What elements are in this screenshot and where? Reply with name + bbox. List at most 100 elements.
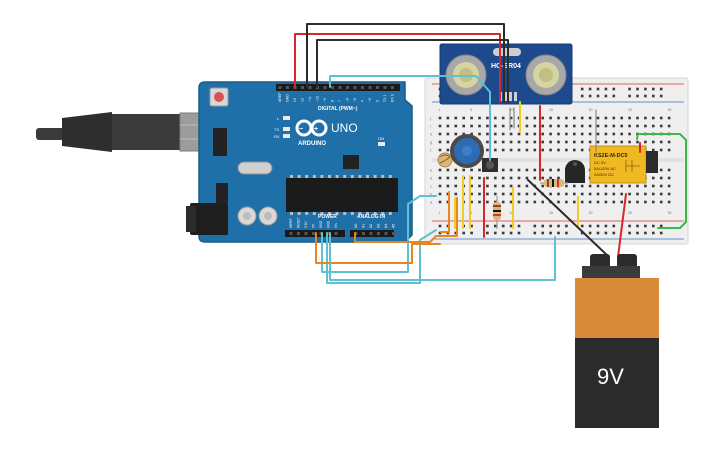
breadboard-hole[interactable]	[494, 140, 497, 144]
breadboard-hole[interactable]	[446, 176, 450, 180]
breadboard-hole[interactable]	[588, 124, 592, 128]
breadboard-hole[interactable]	[604, 184, 608, 188]
breadboard-hole[interactable]	[509, 116, 513, 120]
breadboard-hole[interactable]	[604, 94, 608, 98]
breadboard-hole[interactable]	[533, 200, 537, 204]
digital-pin-hole[interactable]	[383, 86, 387, 89]
analog-pin-hole[interactable]	[362, 232, 365, 235]
breadboard-hole[interactable]	[659, 87, 663, 91]
breadboard-hole[interactable]	[462, 231, 465, 235]
breadboard-hole[interactable]	[557, 176, 560, 180]
breadboard-hole[interactable]	[557, 124, 560, 128]
breadboard-hole[interactable]	[517, 176, 521, 180]
breadboard-hole[interactable]	[462, 168, 465, 172]
photoresistor[interactable]	[437, 152, 453, 168]
breadboard-hole[interactable]	[596, 94, 600, 98]
breadboard-hole[interactable]	[470, 224, 473, 228]
breadboard-hole[interactable]	[659, 176, 663, 180]
breadboard-hole[interactable]	[620, 192, 623, 196]
breadboard-hole[interactable]	[494, 224, 497, 228]
breadboard-hole[interactable]	[470, 132, 473, 136]
breadboard-hole[interactable]	[501, 200, 505, 204]
digital-pin-hole[interactable]	[391, 86, 394, 89]
breadboard-hole[interactable]	[659, 140, 663, 144]
breadboard-hole[interactable]	[486, 176, 489, 180]
breadboard-hole[interactable]	[533, 168, 537, 172]
breadboard-hole[interactable]	[580, 224, 584, 228]
breadboard-hole[interactable]	[541, 200, 544, 204]
breadboard-hole[interactable]	[667, 148, 671, 152]
breadboard-hole[interactable]	[541, 168, 544, 172]
analog-pin-hole[interactable]	[377, 232, 380, 235]
breadboard-hole[interactable]	[652, 200, 655, 204]
breadboard-hole[interactable]	[501, 140, 505, 144]
breadboard-hole[interactable]	[509, 231, 513, 235]
breadboard-hole[interactable]	[652, 116, 655, 120]
breadboard-hole[interactable]	[438, 176, 442, 180]
breadboard-hole[interactable]	[509, 132, 513, 136]
breadboard-hole[interactable]	[628, 184, 631, 188]
breadboard-hole[interactable]	[573, 192, 576, 196]
breadboard-hole[interactable]	[533, 140, 537, 144]
digital-pin-hole[interactable]	[278, 86, 282, 89]
breadboard-hole[interactable]	[557, 132, 560, 136]
breadboard-hole[interactable]	[644, 224, 647, 228]
digital-pin-hole[interactable]	[323, 86, 327, 89]
breadboard-hole[interactable]	[652, 176, 655, 180]
transistor[interactable]	[565, 160, 585, 183]
breadboard-hole[interactable]	[525, 176, 529, 180]
sensor-pin[interactable]	[514, 92, 517, 101]
breadboard-hole[interactable]	[509, 168, 513, 172]
breadboard-hole[interactable]	[541, 132, 544, 136]
breadboard-hole[interactable]	[557, 200, 560, 204]
breadboard-hole[interactable]	[636, 116, 639, 120]
breadboard-hole[interactable]	[541, 176, 544, 180]
breadboard-hole[interactable]	[596, 140, 600, 144]
breadboard-hole[interactable]	[454, 116, 458, 120]
breadboard-hole[interactable]	[596, 132, 600, 136]
breadboard-hole[interactable]	[652, 94, 655, 98]
resistor-vertical[interactable]	[493, 196, 501, 229]
breadboard-hole[interactable]	[588, 192, 592, 196]
breadboard-hole[interactable]	[525, 116, 529, 120]
breadboard-hole[interactable]	[628, 94, 631, 98]
breadboard-hole[interactable]	[533, 148, 537, 152]
breadboard-hole[interactable]	[486, 116, 489, 120]
breadboard-hole[interactable]	[501, 116, 505, 120]
breadboard-hole[interactable]	[494, 176, 497, 180]
breadboard-hole[interactable]	[438, 116, 442, 120]
breadboard-hole[interactable]	[438, 231, 442, 235]
breadboard-hole[interactable]	[525, 124, 529, 128]
breadboard-hole[interactable]	[470, 231, 473, 235]
breadboard-hole[interactable]	[667, 176, 671, 180]
breadboard-hole[interactable]	[604, 224, 608, 228]
breadboard-hole[interactable]	[628, 140, 631, 144]
breadboard-hole[interactable]	[454, 176, 458, 180]
breadboard-hole[interactable]	[501, 184, 505, 188]
breadboard-hole[interactable]	[438, 132, 442, 136]
breadboard-hole[interactable]	[494, 132, 497, 136]
breadboard-hole[interactable]	[659, 231, 663, 235]
breadboard-hole[interactable]	[478, 132, 481, 136]
breadboard-hole[interactable]	[454, 184, 458, 188]
digital-pin-hole[interactable]	[353, 86, 357, 89]
breadboard-hole[interactable]	[462, 132, 465, 136]
breadboard-hole[interactable]	[652, 87, 655, 91]
breadboard-hole[interactable]	[557, 224, 560, 228]
breadboard-hole[interactable]	[620, 116, 623, 120]
breadboard-hole[interactable]	[580, 124, 584, 128]
breadboard-hole[interactable]	[454, 231, 458, 235]
breadboard-hole[interactable]	[509, 176, 513, 180]
breadboard-hole[interactable]	[644, 192, 647, 196]
power-pin-hole[interactable]	[327, 232, 330, 235]
breadboard-hole[interactable]	[549, 116, 552, 120]
breadboard-hole[interactable]	[549, 132, 552, 136]
breadboard-hole[interactable]	[620, 124, 623, 128]
breadboard-hole[interactable]	[580, 94, 584, 98]
breadboard-hole[interactable]	[494, 200, 497, 204]
breadboard-hole[interactable]	[612, 124, 616, 128]
breadboard-hole[interactable]	[580, 231, 584, 235]
breadboard-hole[interactable]	[557, 116, 560, 120]
breadboard-hole[interactable]	[667, 116, 671, 120]
